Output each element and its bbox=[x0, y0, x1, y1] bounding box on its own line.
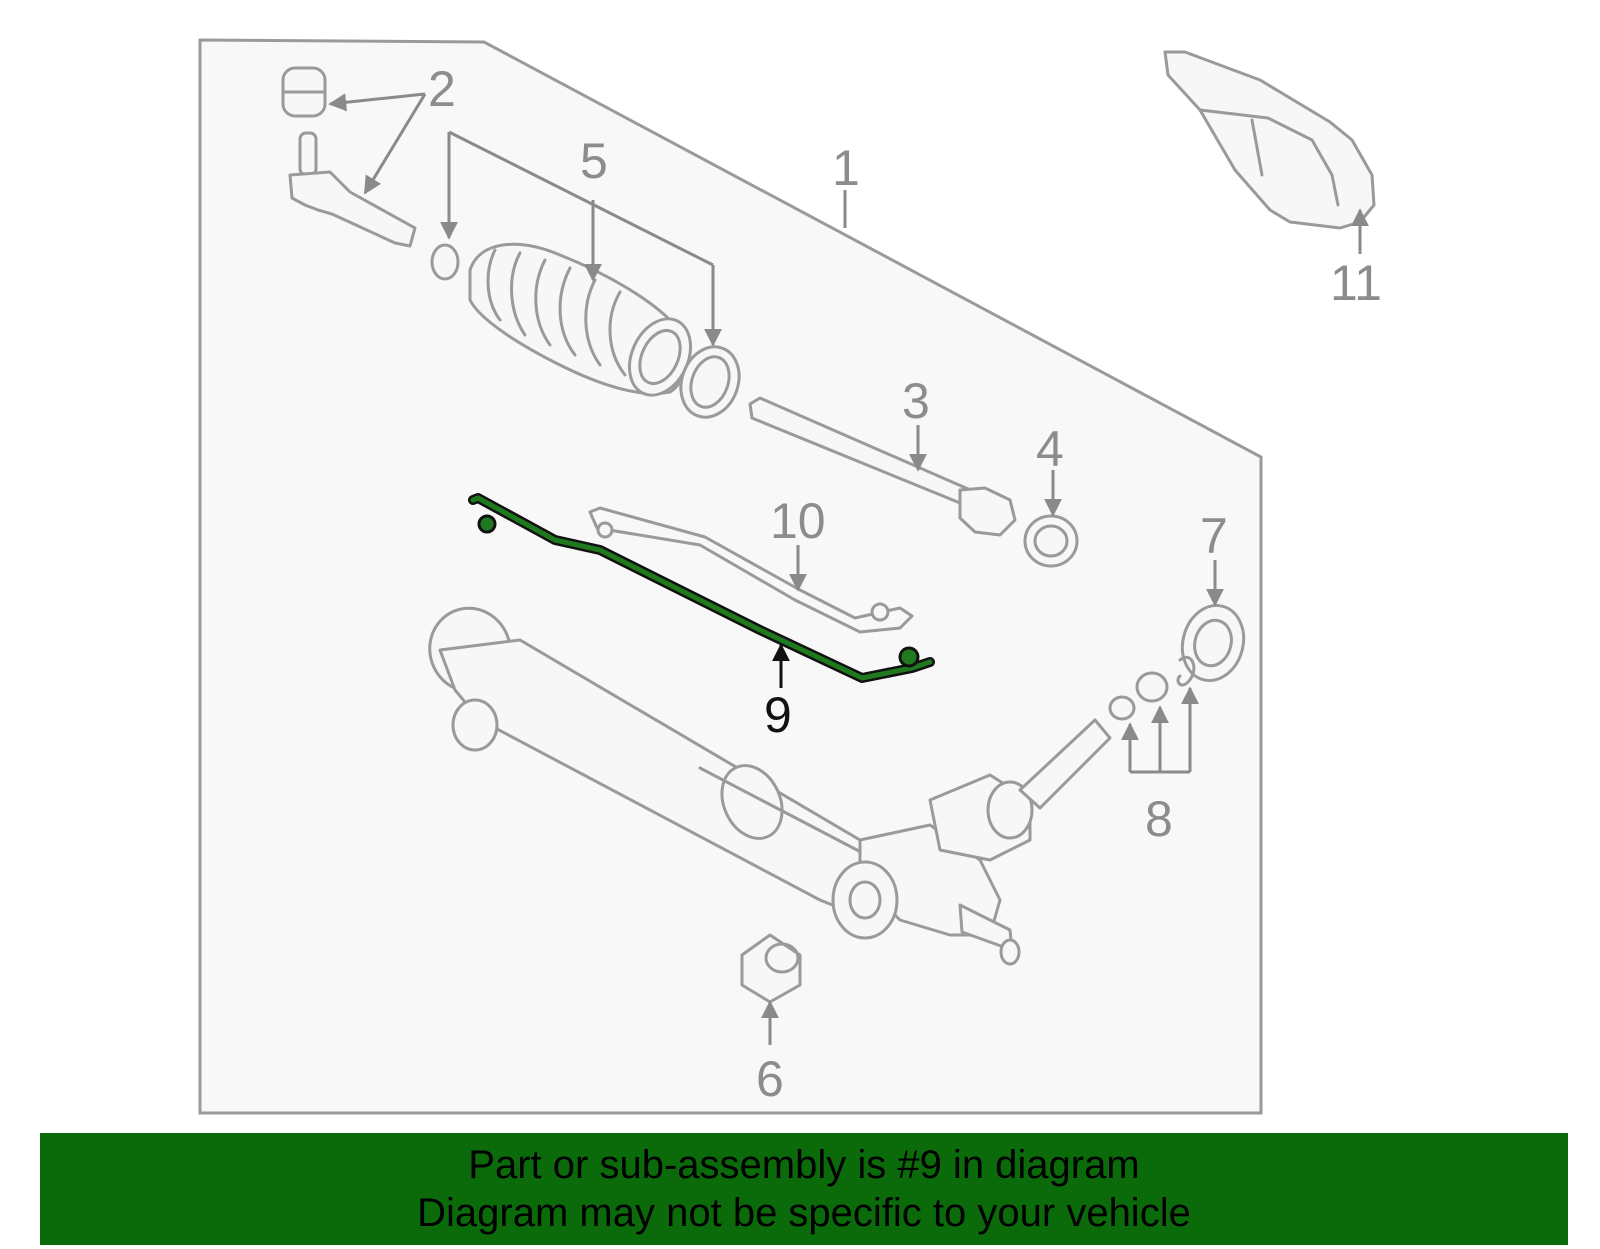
callout-10: 10 bbox=[770, 493, 826, 549]
part-2-tie-rod-end bbox=[281, 66, 417, 248]
part-4-bushing bbox=[1023, 514, 1079, 568]
callout-7: 7 bbox=[1200, 508, 1228, 564]
part-8-seals bbox=[1108, 656, 1196, 721]
callout-9-highlighted: 9 bbox=[764, 687, 792, 743]
leader-lines bbox=[328, 92, 1369, 1045]
banner-line-1: Part or sub-assembly is #9 in diagram bbox=[468, 1143, 1140, 1187]
callout-6: 6 bbox=[756, 1051, 784, 1107]
callout-numbers: 1 2 3 4 5 6 7 8 9 10 11 bbox=[428, 61, 1382, 1107]
callout-4: 4 bbox=[1036, 421, 1064, 477]
callout-8: 8 bbox=[1145, 791, 1173, 847]
part-9-line-highlighted bbox=[468, 493, 935, 683]
info-banner: Part or sub-assembly is #9 in diagram Di… bbox=[40, 1133, 1568, 1245]
part-6-bushing bbox=[740, 933, 802, 1004]
part-3-inner-tie-rod bbox=[748, 396, 1017, 537]
banner-line-2: Diagram may not be specific to your vehi… bbox=[417, 1191, 1191, 1235]
part-11-shield bbox=[1163, 50, 1376, 230]
callout-1: 1 bbox=[832, 140, 860, 196]
part-1-steering-rack bbox=[428, 606, 1112, 966]
callout-3: 3 bbox=[902, 373, 930, 429]
part-5-bellows-boot bbox=[430, 242, 741, 419]
callout-2: 2 bbox=[428, 61, 456, 117]
callout-11: 11 bbox=[1330, 255, 1382, 311]
part-7-seal bbox=[1180, 603, 1246, 683]
part-10-line bbox=[588, 506, 914, 634]
callout-5: 5 bbox=[580, 133, 608, 189]
